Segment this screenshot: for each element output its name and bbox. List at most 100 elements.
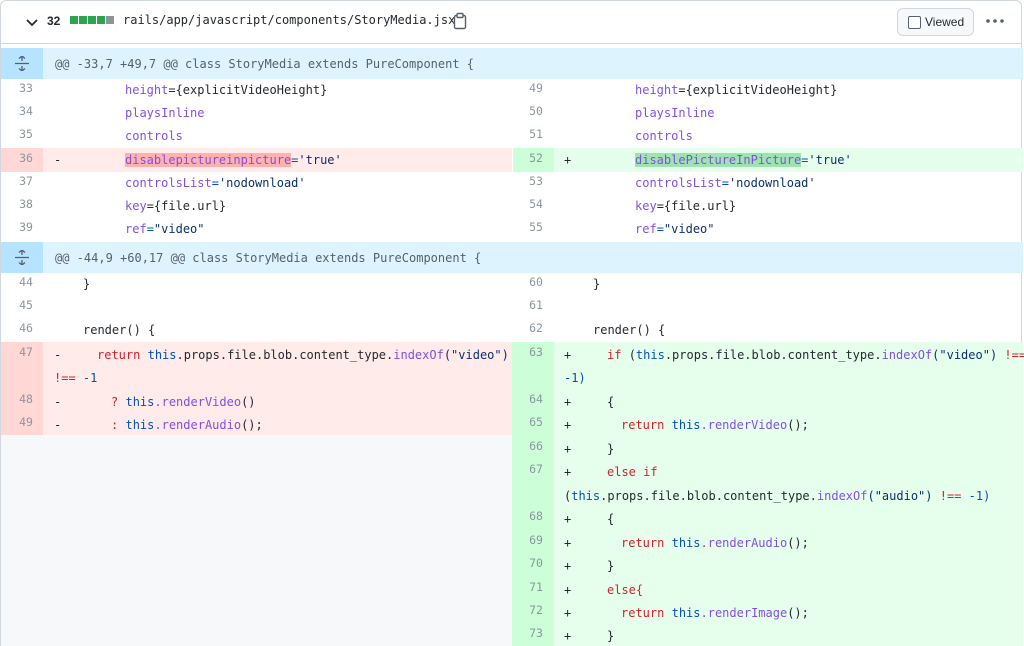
diff-row: 39 ref="video" 55 ref="video" [1, 218, 1023, 241]
code-token: .renderVideo [700, 418, 788, 432]
code-token: this [671, 536, 701, 550]
code-line: return this.renderVideo(); [621, 418, 809, 432]
line-number-old[interactable]: 33 [19, 81, 33, 95]
code-line: } [607, 559, 615, 573]
code-token: ( [628, 348, 636, 362]
addition-marker: + [564, 465, 572, 479]
code-token: 'true' [298, 153, 342, 167]
code-line: return this.renderImage(); [621, 606, 809, 620]
line-number-old[interactable]: 49 [19, 415, 33, 429]
line-number-new[interactable]: 51 [529, 127, 543, 141]
line-number-old[interactable]: 35 [19, 127, 33, 141]
code-token: this [671, 418, 701, 432]
code-line: : this.renderAudio(); [111, 418, 263, 432]
line-number-new[interactable]: 70 [529, 556, 543, 570]
line-number-new[interactable]: 72 [529, 603, 543, 617]
deletion-code-cell [43, 342, 512, 435]
line-number-old[interactable]: 45 [19, 298, 33, 312]
line-number-old[interactable]: 36 [19, 151, 33, 165]
line-number-new[interactable]: 60 [529, 275, 543, 289]
code-token: ref [125, 222, 147, 236]
line-number-new[interactable]: 49 [529, 81, 543, 95]
line-number-old[interactable]: 39 [19, 220, 33, 234]
line-number-new[interactable]: 52 [529, 151, 543, 165]
addition-marker: + [564, 629, 572, 643]
deletion-marker: - [54, 395, 62, 409]
code-token: .props.file.blob.content_type. [176, 348, 394, 362]
line-number-new[interactable]: 62 [529, 321, 543, 335]
code-line: render() { [83, 323, 156, 337]
addition-code-cell [554, 148, 1023, 172]
code-token: : [111, 418, 119, 432]
line-number-new[interactable]: 53 [529, 174, 543, 188]
code-token: return [621, 536, 665, 550]
line-number-new[interactable]: 55 [529, 220, 543, 234]
code-token: "video" [153, 222, 205, 236]
code-token: = [146, 222, 154, 236]
line-number-old[interactable]: 46 [19, 321, 33, 335]
code-token: height [635, 83, 679, 97]
line-number-new[interactable]: 61 [529, 298, 543, 312]
code-line: } [593, 277, 601, 291]
diffstat-block [97, 16, 105, 24]
code-token: ={file.url} [656, 199, 737, 213]
expand-icon[interactable] [1, 242, 43, 273]
line-number-new[interactable]: 65 [529, 415, 543, 429]
code-token-added: disablePictureInPicture [635, 153, 802, 167]
line-number-old[interactable]: 38 [19, 197, 33, 211]
viewed-checkbox[interactable] [908, 16, 921, 29]
code-token: !== [1004, 348, 1024, 362]
code-token: = [801, 153, 809, 167]
hunk-header-text: @@ -44,9 +60,17 @@ class StoryMedia exte… [55, 251, 482, 265]
code-line: return this.renderAudio(); [621, 536, 809, 550]
deletion-number-cell [1, 148, 43, 172]
line-number-old[interactable]: 47 [19, 345, 33, 359]
line-number-new[interactable]: 71 [529, 580, 543, 594]
diffstat-block [106, 16, 114, 24]
diffstat-block [79, 16, 87, 24]
code-token: .renderVideo [154, 395, 242, 409]
deletion-number-cell [1, 342, 43, 435]
addition-number-cell [512, 148, 554, 172]
viewed-button[interactable]: Viewed [897, 8, 974, 36]
line-number-new[interactable]: 64 [529, 392, 543, 406]
line-number-new[interactable]: 69 [529, 533, 543, 547]
line-number-new[interactable]: 73 [529, 626, 543, 640]
code-token: this [125, 395, 155, 409]
code-line: if (this.props.file.blob.content_type.in… [607, 348, 1024, 362]
line-number-new[interactable]: 54 [529, 197, 543, 211]
code-token: = [291, 153, 299, 167]
addition-marker: + [564, 153, 572, 167]
addition-marker: + [564, 559, 572, 573]
code-line: else if [607, 465, 658, 479]
line-number-new[interactable]: 50 [529, 104, 543, 118]
addition-code-cell [554, 342, 1023, 646]
line-number-new[interactable]: 68 [529, 509, 543, 523]
divider [512, 79, 513, 242]
line-number-old[interactable]: 44 [19, 275, 33, 289]
line-number-new[interactable]: 67 [529, 462, 543, 476]
code-token: -1) [968, 489, 991, 503]
line-number-new[interactable]: 63 [529, 345, 543, 359]
code-token: 'nodownload' [728, 176, 816, 190]
kebab-horizontal-icon[interactable] [984, 12, 1006, 30]
code-token: ={file.url} [146, 199, 227, 213]
diff-row: 45 61 [1, 296, 1023, 319]
line-number-new[interactable]: 66 [529, 439, 543, 453]
code-token: ("video") [443, 348, 509, 362]
line-number-old[interactable]: 34 [19, 104, 33, 118]
code-token: !== [939, 489, 962, 503]
code-line: controlsList='nodownload' [635, 176, 816, 190]
code-token: ("audio") [867, 489, 933, 503]
file-path-link[interactable]: rails/app/javascript/components/StoryMed… [123, 13, 456, 27]
code-token: key [125, 199, 147, 213]
line-number-old[interactable]: 48 [19, 392, 33, 406]
deletion-marker: - [54, 153, 62, 167]
code-token: indexOf [881, 348, 933, 362]
deletion-marker: - [54, 348, 62, 362]
clipboard-icon[interactable] [452, 12, 468, 30]
line-number-old[interactable]: 37 [19, 174, 33, 188]
code-token: ={explicitVideoHeight} [678, 83, 838, 97]
expand-icon[interactable] [1, 48, 43, 79]
chevron-down-icon[interactable] [23, 13, 41, 31]
